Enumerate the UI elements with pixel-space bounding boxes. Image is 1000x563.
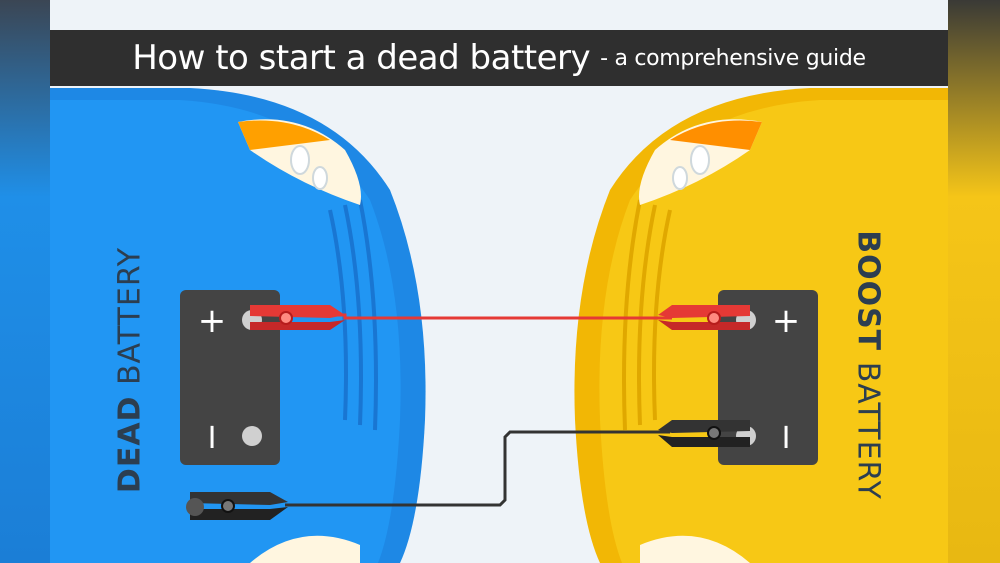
boost-positive-symbol: + [772, 301, 801, 341]
boost-car-headlight [639, 119, 762, 205]
page-subtitle: - a comprehensive guide [600, 45, 866, 71]
negative-cable [285, 430, 670, 507]
dead-car-lower-light [250, 535, 360, 563]
red-clamp-dead [250, 305, 345, 330]
dead-label-rest: BATTERY [112, 246, 148, 396]
red-clamp-boost [658, 305, 750, 330]
boost-label-rest: BATTERY [850, 351, 886, 500]
boost-battery-label: BOOST BATTERY [851, 230, 886, 500]
black-clamp-loose [186, 492, 288, 520]
dead-label-strong: DEAD [112, 395, 148, 494]
dead-battery: + I [180, 290, 280, 465]
title-banner: How to start a dead battery - a comprehe… [50, 30, 948, 86]
dead-positive-symbol: + [198, 301, 227, 341]
left-blurred-border [0, 0, 50, 563]
dead-battery-label: DEAD BATTERY [113, 247, 148, 493]
dead-negative-terminal [242, 426, 262, 446]
dead-negative-symbol: I [208, 421, 217, 456]
boost-negative-symbol: I [782, 421, 791, 456]
page-title: How to start a dead battery [132, 38, 591, 78]
black-clamp-boost [658, 420, 750, 447]
boost-label-strong: BOOST [850, 230, 886, 352]
right-blurred-border [948, 0, 1000, 563]
boost-car-lower-light [640, 535, 750, 563]
dead-car-headlight [238, 119, 361, 205]
